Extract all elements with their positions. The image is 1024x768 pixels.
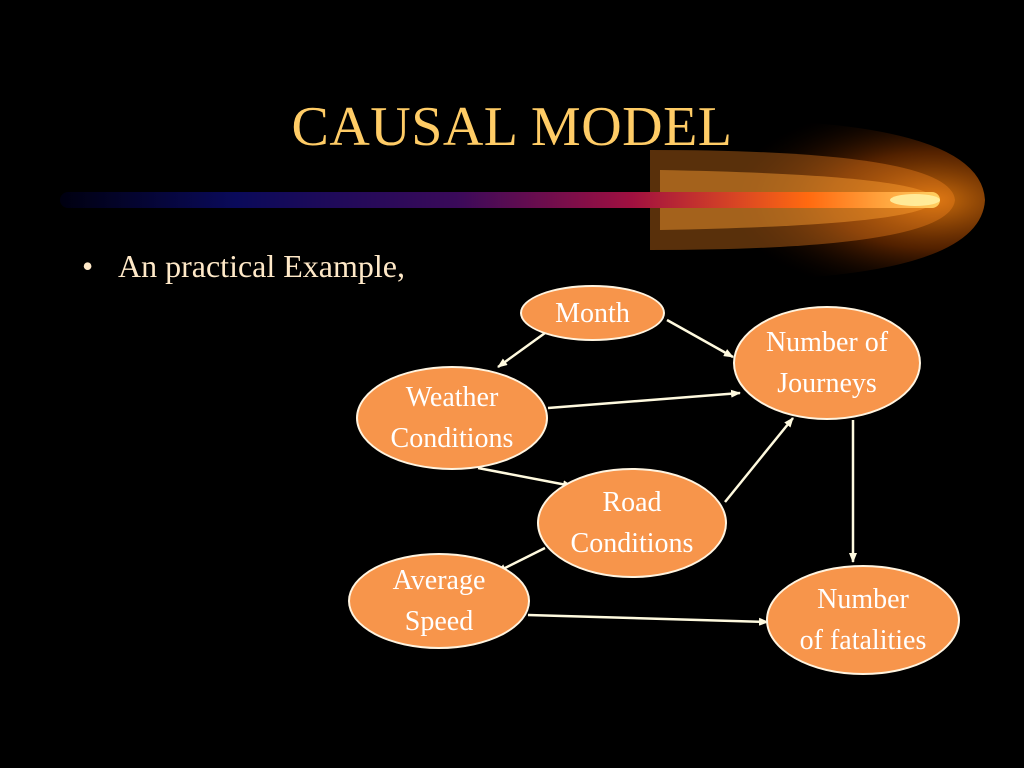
node-number-of-fatalities-label: Number of fatalities bbox=[799, 584, 927, 656]
node-weather-conditions-label: Weather Conditions bbox=[390, 382, 514, 454]
bullet-text: An practical Example, bbox=[118, 248, 405, 284]
bullet-marker: • bbox=[82, 248, 94, 284]
bullet-item: • An practical Example, bbox=[82, 248, 405, 285]
edge-speed-fatalities bbox=[527, 613, 769, 626]
node-number-of-journeys: Number of Journeys bbox=[733, 306, 921, 420]
edge-road-journeys bbox=[724, 417, 794, 503]
node-number-of-journeys-label: Number of Journeys bbox=[765, 327, 889, 399]
node-month-label: Month bbox=[555, 297, 630, 329]
node-number-of-fatalities: Number of fatalities bbox=[766, 565, 960, 675]
node-average-speed-label: Average Speed bbox=[392, 565, 486, 637]
edge-weather-road bbox=[477, 466, 573, 489]
node-road-conditions-label: Road Conditions bbox=[570, 487, 694, 559]
node-average-speed: Average Speed bbox=[348, 553, 530, 649]
slide-title: CAUSAL MODEL bbox=[291, 96, 733, 158]
edge-weather-journeys bbox=[547, 389, 741, 410]
edge-month-weather bbox=[497, 331, 546, 369]
node-road-conditions: Road Conditions bbox=[537, 468, 727, 578]
node-month: Month bbox=[520, 285, 665, 341]
node-weather-conditions: Weather Conditions bbox=[356, 366, 548, 470]
edge-month-journeys bbox=[666, 318, 734, 359]
